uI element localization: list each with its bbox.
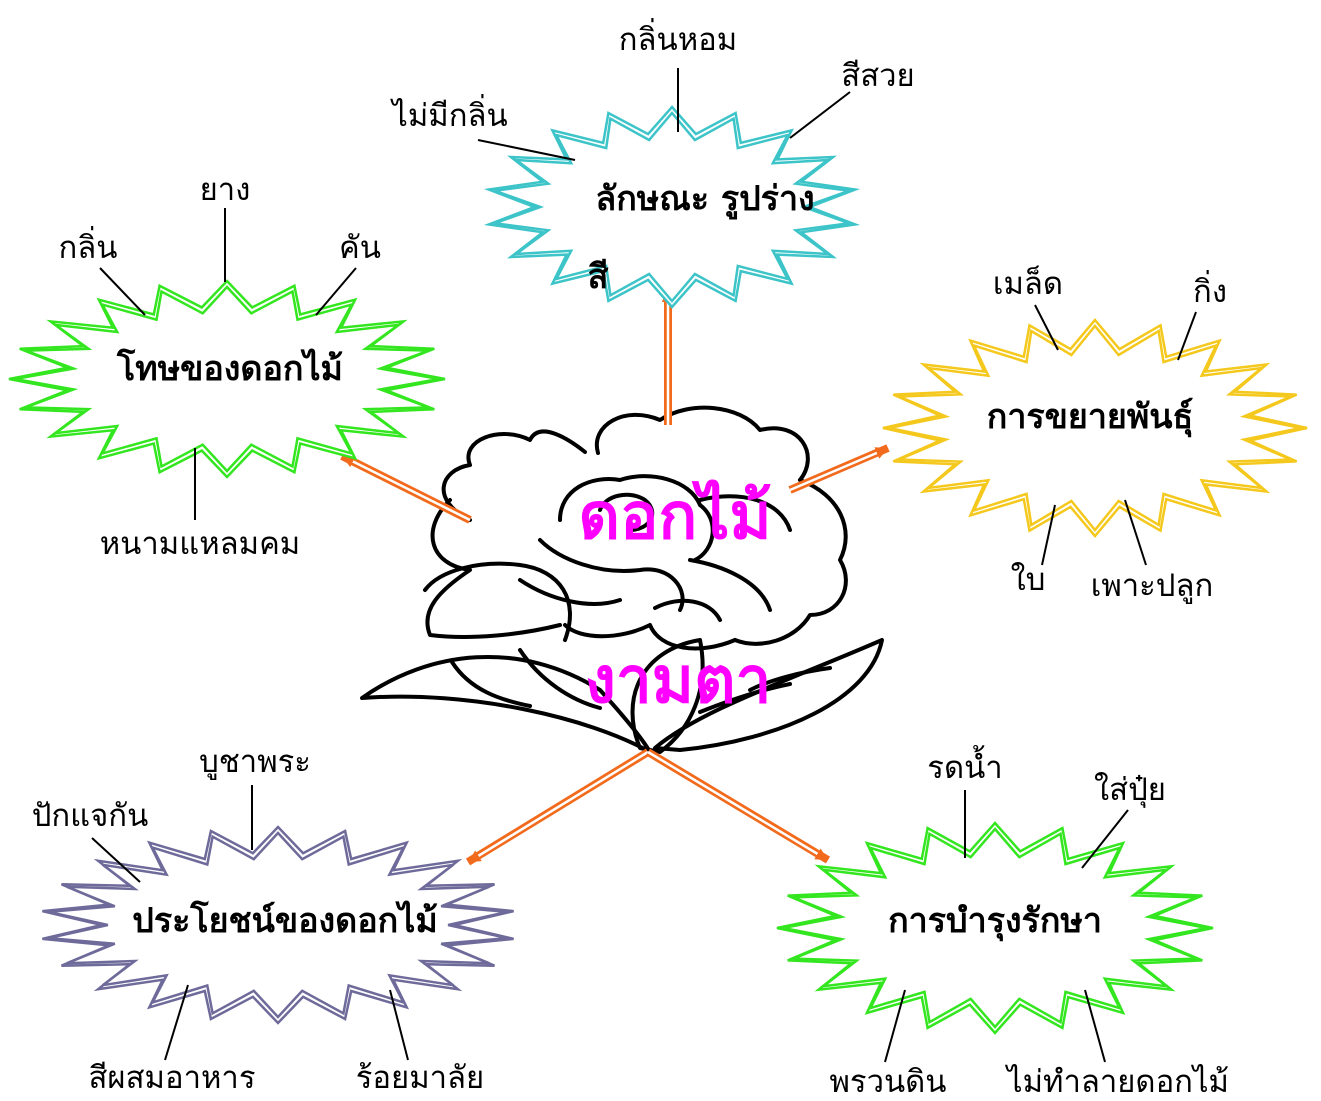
label-food-color: สีผสมอาหาร bbox=[89, 1060, 256, 1096]
care-title: การบำรุงรักษา bbox=[888, 901, 1102, 942]
label-branch: กิ่ง bbox=[1193, 270, 1227, 310]
harm-title: โทษของดอกไม้ bbox=[116, 348, 343, 389]
propagation-title: การขยายพันธุ์ bbox=[987, 397, 1194, 438]
features-title-line1: ลักษณะ รูปร่าง bbox=[595, 179, 814, 220]
center-subtitle: งามตา bbox=[585, 644, 772, 718]
arrow-to-care bbox=[648, 752, 828, 860]
label-planting: เพาะปลูก bbox=[1091, 568, 1214, 604]
label-vase: ปักแจกัน bbox=[32, 798, 149, 834]
label-seed: เมล็ด bbox=[993, 265, 1063, 302]
center-title: ดอกไม้ bbox=[578, 479, 771, 554]
label-worship: บูชาพระ bbox=[199, 744, 311, 780]
label-pretty-color: สีสวย bbox=[841, 58, 914, 94]
label-garland: ร้อยมาลัย bbox=[356, 1060, 484, 1096]
features-title-line2: สี bbox=[588, 257, 609, 297]
label-thorns: หนามแหลมคม bbox=[100, 526, 301, 562]
arrow-to-harm bbox=[342, 456, 470, 520]
label-scent: กลิ่น bbox=[59, 226, 118, 266]
label-fertilize: ใส่ปุ๋ย bbox=[1094, 772, 1166, 809]
label-leaf: ใบ bbox=[1011, 562, 1046, 598]
label-water: รดน้ำ bbox=[927, 745, 1002, 786]
connector-pretty-color bbox=[790, 92, 850, 138]
arrow-to-benefits bbox=[468, 752, 648, 862]
label-fragrant: กลิ่นหอม bbox=[619, 18, 737, 58]
label-no-destroy: ไม่ทำลายดอกไม้ bbox=[1004, 1064, 1229, 1100]
label-itch: คัน bbox=[339, 230, 381, 266]
label-no-scent: ไม่มีกลิ่น bbox=[389, 94, 507, 134]
benefits-title: ประโยชน์ของดอกไม้ bbox=[132, 900, 437, 941]
label-sap: ยาง bbox=[200, 172, 251, 208]
label-soil: พรวนดิน bbox=[829, 1064, 946, 1100]
